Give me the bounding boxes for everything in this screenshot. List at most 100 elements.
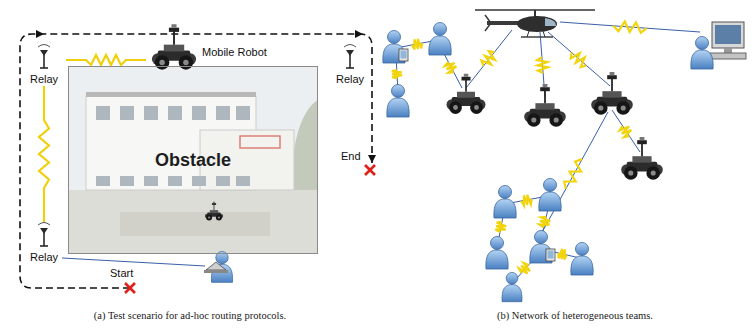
illustration-part: [216, 215, 222, 221]
illustration-part: [610, 72, 615, 75]
illustration-part: [712, 22, 744, 48]
illustration-part: [651, 170, 656, 175]
illustration-part: [696, 37, 709, 50]
computer-icon: [710, 22, 746, 59]
illustration-part: [445, 62, 456, 73]
illustration-part: [173, 31, 175, 45]
helicopter-icon: [475, 10, 595, 37]
illustration-part: [521, 195, 531, 206]
illustration-part: [388, 31, 401, 44]
illustration-part: [611, 78, 613, 91]
illustration-part: [521, 36, 553, 37]
illustration-part: [535, 103, 554, 109]
illustration-part: [539, 192, 561, 211]
person-icon: [494, 186, 516, 219]
relay-station: Relay: [328, 44, 372, 86]
illustration-part: [602, 91, 621, 97]
illustration-part: [571, 53, 587, 68]
illustration-part: [486, 250, 508, 269]
relay-antenna: [344, 45, 356, 69]
illustration-part: [527, 31, 529, 37]
illustration-part: [40, 67, 48, 69]
illustration-part: [624, 166, 638, 180]
robot-icon: [447, 74, 486, 114]
illustration-part: [640, 137, 645, 140]
illustration-part: [210, 210, 218, 213]
robot-icon: [591, 72, 633, 115]
person-icon: [691, 37, 713, 70]
illustration-part: [169, 28, 179, 32]
illustration-part: [545, 18, 556, 26]
robot-icon: [621, 137, 663, 180]
illustration-part: [355, 30, 363, 38]
illustration-part: [346, 50, 354, 56]
laptop-icon: [204, 262, 228, 273]
illustration-part: [539, 217, 550, 228]
relay-antenna: [38, 223, 50, 247]
illustration-part: [487, 21, 521, 25]
person-icon: [486, 237, 508, 270]
illustration-part: [38, 45, 50, 48]
illustration-part: [155, 55, 169, 69]
illustration-part: [368, 155, 376, 163]
illustration-part: [62, 258, 205, 266]
person-icon: [530, 231, 555, 264]
illustration-part: [40, 245, 48, 247]
illustration-part: [543, 84, 548, 87]
illustration-part: [710, 53, 746, 59]
illustration-part: [346, 67, 354, 69]
illustration-part: [531, 117, 536, 122]
illustration-part: [607, 75, 617, 79]
position-label: End: [341, 150, 361, 163]
illustration-part: [481, 51, 494, 66]
illustration-part: [344, 45, 356, 48]
position-label: Start: [110, 267, 133, 280]
person-icon: [571, 243, 593, 276]
illustration-part: [179, 55, 193, 69]
illustration-part: [691, 50, 713, 69]
user-link: [62, 258, 205, 266]
illustration-part: [612, 110, 640, 152]
illustration-part: [558, 249, 566, 260]
illustration-part: [620, 126, 632, 137]
illustration-part: [40, 50, 48, 56]
illustration-part: [517, 16, 557, 32]
radio-link: [548, 32, 610, 86]
illustration-part: [462, 77, 471, 81]
robot-icon: [205, 202, 223, 221]
position-marker: [365, 165, 375, 175]
robot-route: [20, 30, 376, 288]
illustration-part: [543, 31, 545, 37]
illustration-part: [40, 228, 48, 234]
illustration-part: [212, 203, 216, 205]
illustration-part: [494, 199, 516, 218]
illustration-part: [401, 51, 407, 59]
radio-link: [560, 22, 700, 33]
illustration-part: [598, 105, 603, 110]
illustration-part: [534, 10, 536, 17]
node-label: Mobile Robot: [202, 46, 267, 59]
radio-link: [466, 30, 512, 88]
illustration-part: [544, 90, 546, 103]
illustration-part: [549, 113, 563, 127]
illustration-part: [365, 165, 375, 175]
illustration-part: [399, 49, 408, 61]
illustration-part: [628, 170, 633, 175]
radio-link: [66, 55, 146, 65]
illustration-part: [171, 24, 176, 27]
illustration-part: [491, 237, 504, 250]
illustration-part: [392, 85, 405, 98]
illustration-part: [457, 92, 475, 98]
illustration-part: [470, 101, 483, 114]
illustration-part: [20, 34, 372, 288]
illustration-part: [218, 216, 220, 218]
mobile-robot: Mobile Robot: [146, 28, 269, 76]
illustration-part: [499, 186, 512, 199]
illustration-part: [387, 98, 409, 117]
illustration-part: [429, 36, 451, 55]
illustration-part: [715, 25, 741, 44]
illustration-part: [183, 60, 188, 65]
illustration-part: [206, 215, 212, 221]
illustration-part: [724, 48, 732, 53]
